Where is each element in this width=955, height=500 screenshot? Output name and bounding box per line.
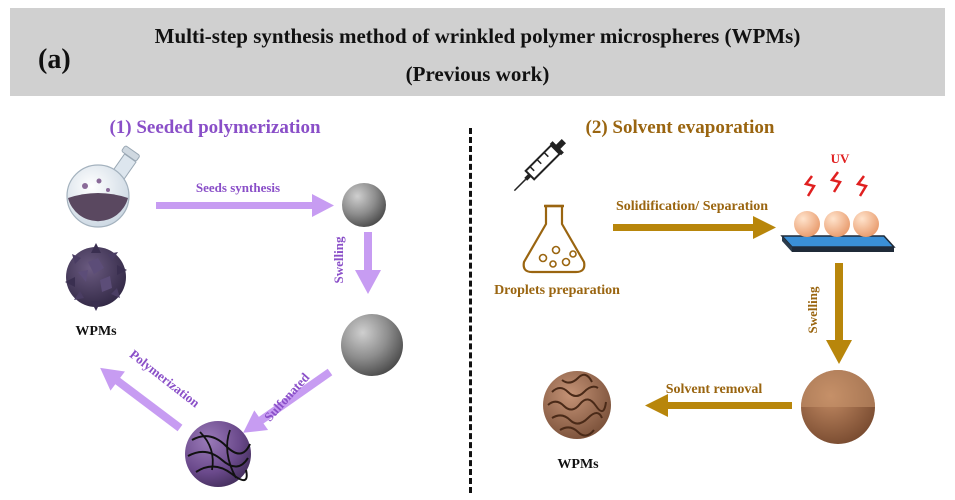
- label-swelling-right: Swelling: [805, 286, 820, 333]
- left-section-title: (1) Seeded polymerization: [109, 117, 321, 138]
- conical-flask-icon: [522, 204, 586, 274]
- label-seeds-synthesis: Seeds synthesis: [196, 180, 280, 195]
- diagram-title: Multi-step synthesis method of wrinkled …: [154, 24, 801, 48]
- label-droplets-preparation: Droplets preparation: [494, 283, 620, 298]
- swollen-droplet-sphere: [801, 370, 875, 444]
- label-sulfonated: Sulfonated: [261, 369, 313, 424]
- right-section-title: (2) Solvent evaporation: [586, 117, 775, 138]
- syringe-icon: [513, 139, 566, 192]
- uv-label: UV: [831, 151, 850, 166]
- label-solidification: Solidification/ Separation: [616, 199, 768, 214]
- wrinkled-particle-icon: [65, 243, 127, 311]
- round-flask-icon: [66, 145, 140, 228]
- diagram-subtitle: (Previous work): [405, 62, 550, 86]
- left-product-label: WPMs: [75, 324, 117, 339]
- wrinkled-microsphere-icon: [543, 371, 611, 439]
- left-arrows: [100, 194, 381, 433]
- right-product-label: WPMs: [557, 457, 599, 472]
- section-divider: [469, 128, 472, 493]
- uv-curing-tray: [780, 211, 896, 252]
- seed-sphere: [342, 183, 386, 227]
- title-banner: (a) Multi-step synthesis method of wrink…: [10, 8, 945, 96]
- uv-rays-icon: [803, 171, 868, 197]
- label-swelling-left: Swelling: [331, 236, 346, 283]
- swollen-sphere: [341, 314, 403, 376]
- label-solvent-removal: Solvent removal: [666, 382, 763, 397]
- sulfonated-sphere: [185, 421, 251, 487]
- right-arrows: [613, 216, 852, 417]
- panel-label: (a): [38, 44, 71, 75]
